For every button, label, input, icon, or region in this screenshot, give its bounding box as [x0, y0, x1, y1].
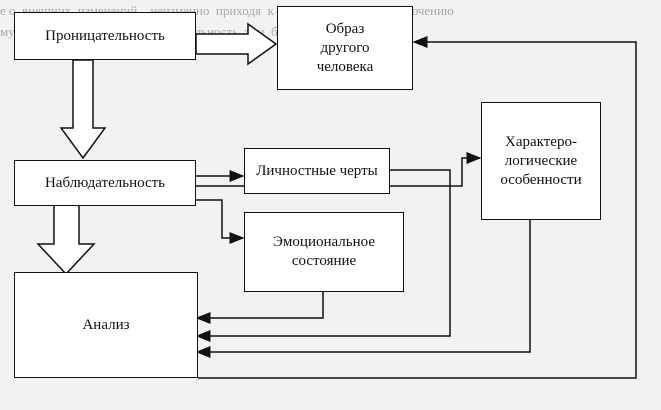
- arrow-analysis-to-image: [198, 36, 637, 379]
- box-insight: Проницательность: [14, 12, 196, 60]
- hollow-arrow-insight-to-observation: [59, 59, 107, 160]
- arrow-traits-to-analysis: [195, 169, 451, 342]
- arrow-character-to-analysis: [195, 220, 531, 358]
- box-analysis: Анализ: [14, 272, 198, 378]
- box-character-traits: Характеро- логические особенности: [481, 102, 601, 220]
- box-emotional-state: Эмоциональное состояние: [244, 212, 404, 292]
- arrow-observation-to-emotional: [195, 199, 245, 244]
- hollow-arrow-observation-to-analysis: [36, 195, 96, 276]
- box-observation: Наблюдательность: [14, 160, 196, 206]
- arrow-emotional-to-analysis: [195, 292, 324, 324]
- box-image-of-person: Образ другого человека: [277, 6, 413, 90]
- box-traits: Личностные черты: [244, 148, 390, 194]
- hollow-arrow-insight-to-image: [195, 22, 278, 66]
